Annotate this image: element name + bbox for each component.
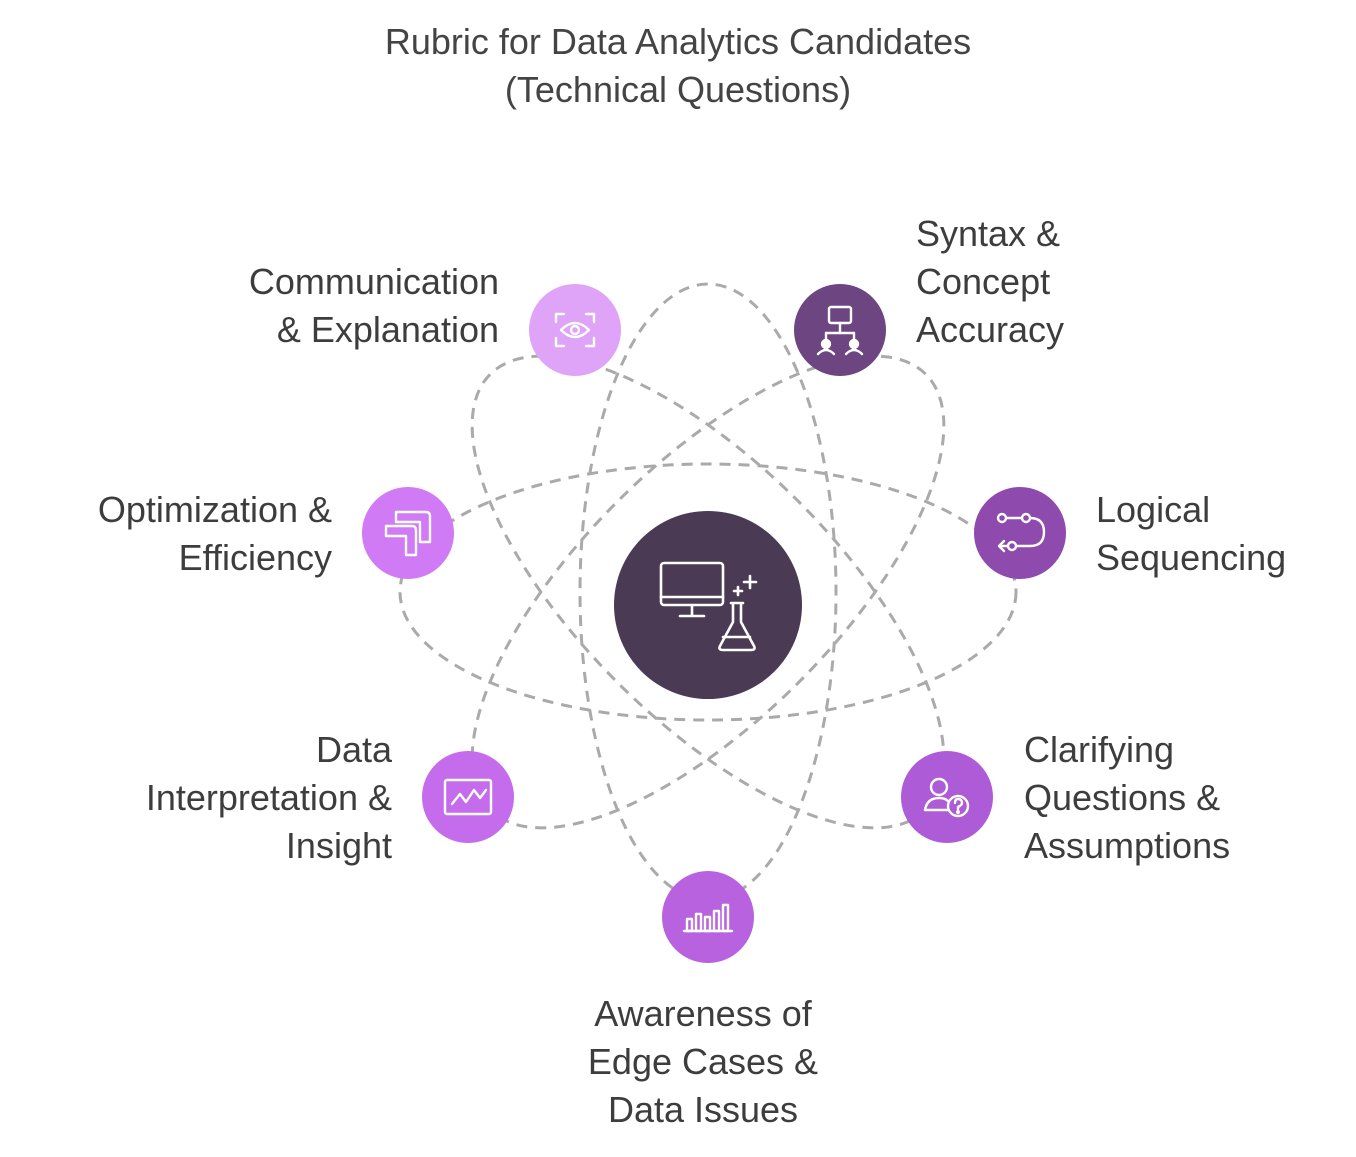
node-communication-circle [529, 284, 621, 376]
bar-chart-icon [682, 903, 734, 933]
node-communication [529, 284, 621, 376]
title-line-2: (Technical Questions) [504, 69, 852, 110]
label-clarifying-line-1: Clarifying [1024, 729, 1175, 770]
line-chart-icon [443, 778, 493, 816]
label-interpretation-line-1: Data [315, 729, 392, 770]
route-icon [996, 512, 1046, 553]
label-clarifying: Clarifying Questions & Assumptions [1024, 726, 1230, 870]
label-interpretation: Data Interpretation & Insight [146, 726, 392, 870]
node-awareness [662, 871, 754, 963]
optimize-arrows-icon [384, 510, 432, 557]
node-logical-circle [974, 487, 1066, 579]
label-syntax-line-1: Syntax & [916, 213, 1061, 254]
label-optimization: Optimization & Efficiency [98, 486, 332, 582]
label-awareness: Awareness of Edge Cases & Data Issues [503, 990, 903, 1134]
label-syntax-line-2: Concept [916, 261, 1051, 302]
node-syntax [794, 284, 886, 376]
eye-icon [554, 312, 596, 348]
network-nodes-icon [816, 305, 864, 356]
node-logical [974, 487, 1066, 579]
label-logical-line-1: Logical [1096, 489, 1211, 530]
label-clarifying-line-2: Questions & [1024, 777, 1221, 818]
title-line-1: Rubric for Data Analytics Candidates [384, 21, 972, 62]
computer-flask-icon [659, 561, 758, 652]
label-interpretation-line-2: Interpretation & [145, 777, 392, 818]
node-interpretation [422, 751, 514, 843]
label-optimization-line-2: Efficiency [178, 537, 332, 578]
node-clarifying [901, 751, 993, 843]
node-optimization-circle [362, 487, 454, 579]
label-awareness-line-3: Data Issues [607, 1089, 799, 1130]
label-syntax: Syntax & Concept Accuracy [916, 210, 1064, 354]
label-syntax-line-3: Accuracy [916, 309, 1065, 350]
label-awareness-line-1: Awareness of [594, 993, 812, 1034]
label-communication-line-2: & Explanation [276, 309, 499, 350]
node-optimization [362, 487, 454, 579]
label-clarifying-line-3: Assumptions [1024, 825, 1231, 866]
label-interpretation-line-3: Insight [285, 825, 392, 866]
diagram-title: Rubric for Data Analytics Candidates (Te… [0, 18, 1356, 114]
node-clarifying-circle [901, 751, 993, 843]
question-person-icon [923, 777, 970, 818]
label-communication: Communication & Explanation [249, 258, 499, 354]
label-optimization-line-1: Optimization & [97, 489, 332, 530]
orbit-ellipse [398, 462, 1018, 722]
label-communication-line-1: Communication [248, 261, 499, 302]
label-logical-line-2: Sequencing [1096, 537, 1287, 578]
label-awareness-line-2: Edge Cases & [587, 1041, 819, 1082]
label-logical: Logical Sequencing [1096, 486, 1286, 582]
